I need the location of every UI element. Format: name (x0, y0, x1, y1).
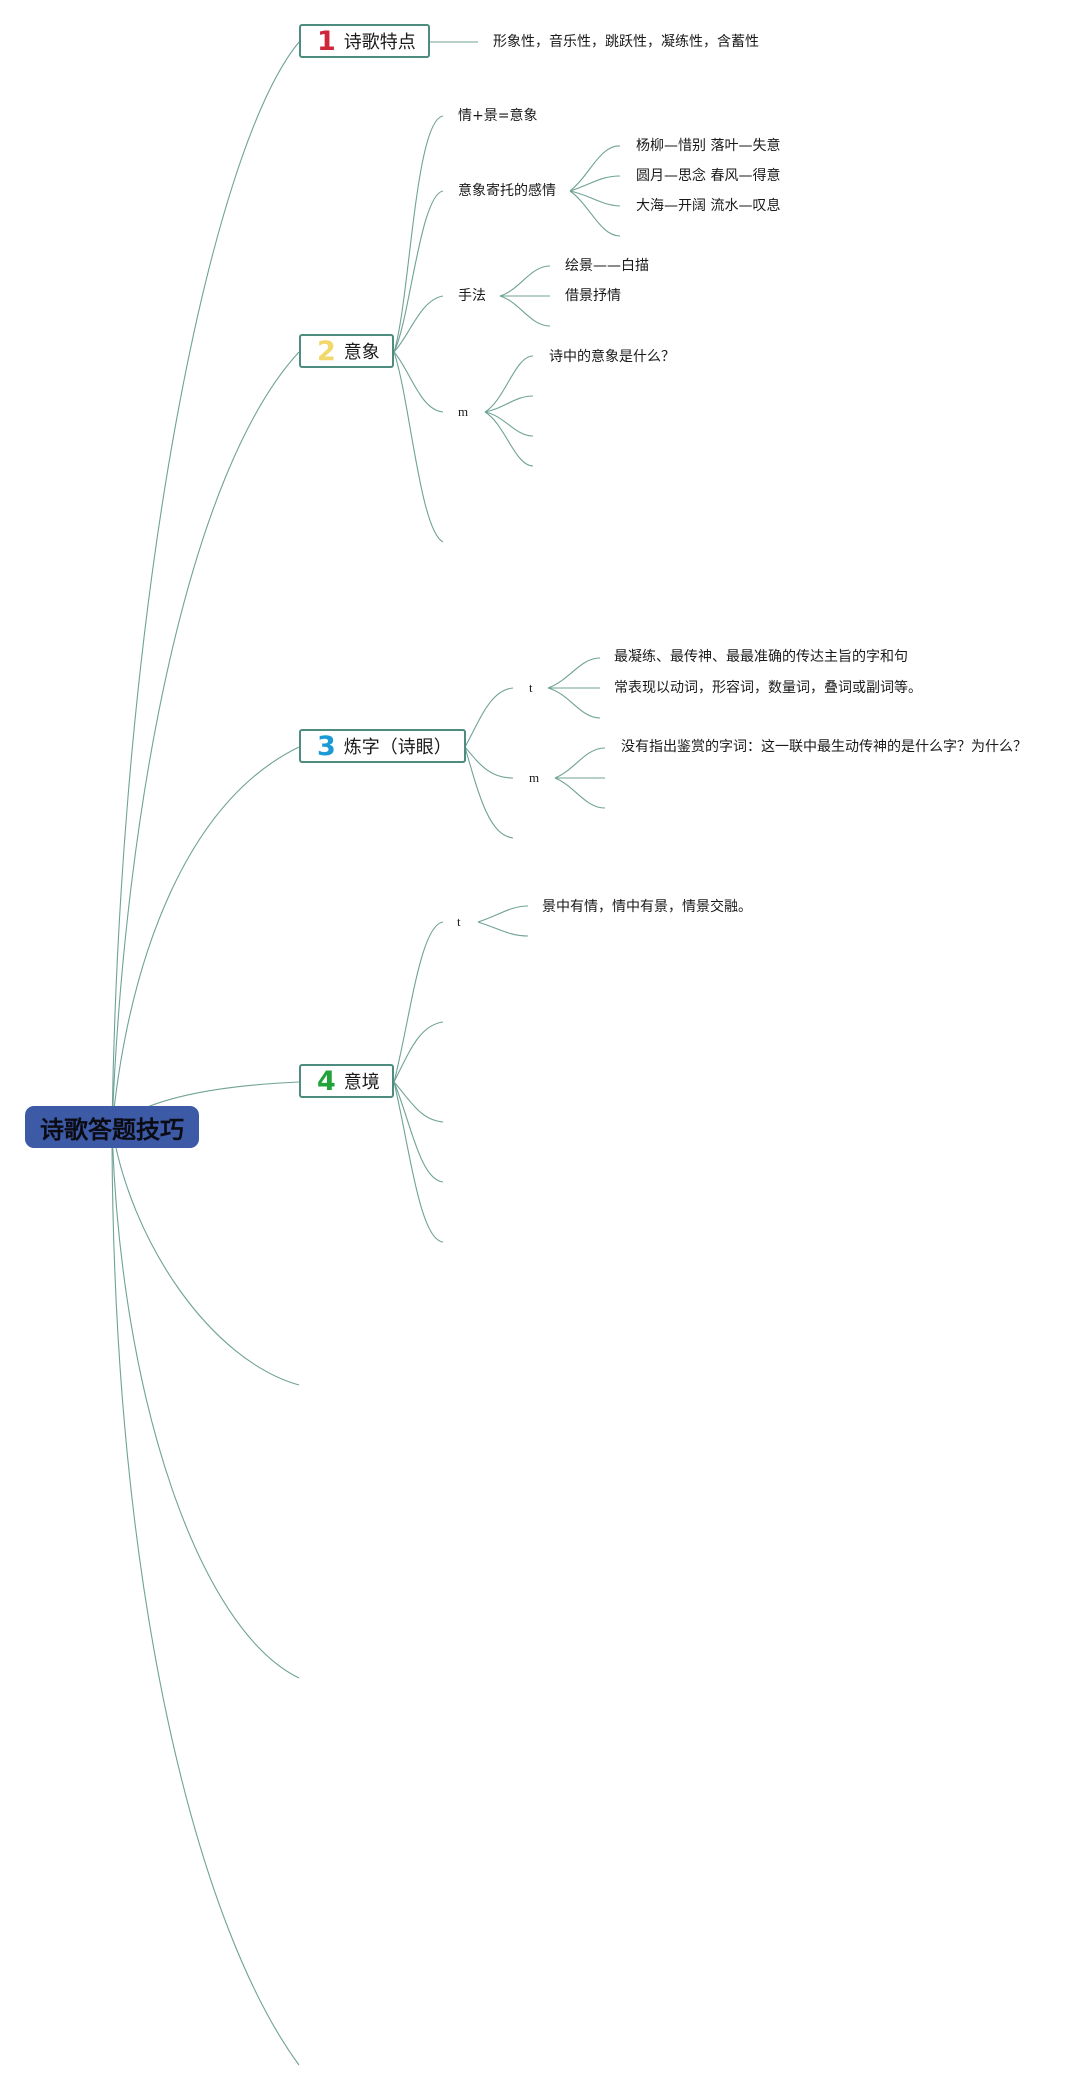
technique-item[interactable]: 借景抒情 (565, 288, 621, 304)
word-refining-m-node[interactable]: m (529, 770, 540, 785)
technique-item[interactable]: 绘景——白描 (565, 258, 649, 274)
branch-number: 1 (317, 25, 336, 57)
branch-number: 2 (317, 335, 336, 367)
emotion-example[interactable]: 杨柳—惜别 落叶—失意 (636, 138, 781, 154)
word-refining-t-line[interactable]: 常表现以动词，形容词，数量词，叠词或副词等。 (614, 680, 922, 696)
emotion-example[interactable]: 圆月—思念 春风—得意 (636, 168, 781, 184)
imagery-m-node[interactable]: m (458, 404, 469, 419)
branch-node-poetry-features[interactable]: 1 诗歌特点 (299, 24, 430, 58)
artistic-conception-t-line[interactable]: 景中有情，情中有景，情景交融。 (542, 899, 752, 915)
branch-title: 意境 (343, 1072, 380, 1093)
branch-node-word-refining[interactable]: 3 炼字（诗眼） (299, 729, 466, 763)
branch-node-artistic-conception[interactable]: 4 意境 (299, 1064, 394, 1098)
imagery-formula[interactable]: 情+景=意象 (458, 108, 538, 124)
root-node[interactable]: 诗歌答题技巧 (25, 1106, 199, 1148)
imagery-emotion[interactable]: 意象寄托的感情 (458, 183, 556, 199)
word-refining-question[interactable]: 没有指出鉴赏的字词：这一联中最生动传神的是什么字？为什么？ (621, 739, 1027, 755)
branch-number: 4 (317, 1065, 336, 1097)
imagery-technique[interactable]: 手法 (458, 288, 486, 304)
root-label: 诗歌答题技巧 (40, 1115, 184, 1144)
imagery-question[interactable]: 诗中的意象是什么？ (549, 349, 675, 365)
branch-title: 意象 (343, 342, 380, 363)
branch-number: 3 (317, 730, 336, 762)
word-refining-t-line[interactable]: 最凝练、最传神、最最准确的传达主旨的字和句 (614, 649, 908, 665)
branch-title: 炼字（诗眼） (343, 737, 452, 758)
branch-node-imagery[interactable]: 2 意象 (299, 334, 394, 368)
word-refining-t-node[interactable]: t (529, 680, 533, 695)
emotion-example[interactable]: 大海—开阔 流水—叹息 (636, 198, 781, 214)
poetry-features-detail[interactable]: 形象性，音乐性，跳跃性，凝练性，含蓄性 (493, 34, 759, 50)
branch-title: 诗歌特点 (343, 32, 416, 53)
artistic-conception-t-node[interactable]: t (457, 914, 461, 929)
